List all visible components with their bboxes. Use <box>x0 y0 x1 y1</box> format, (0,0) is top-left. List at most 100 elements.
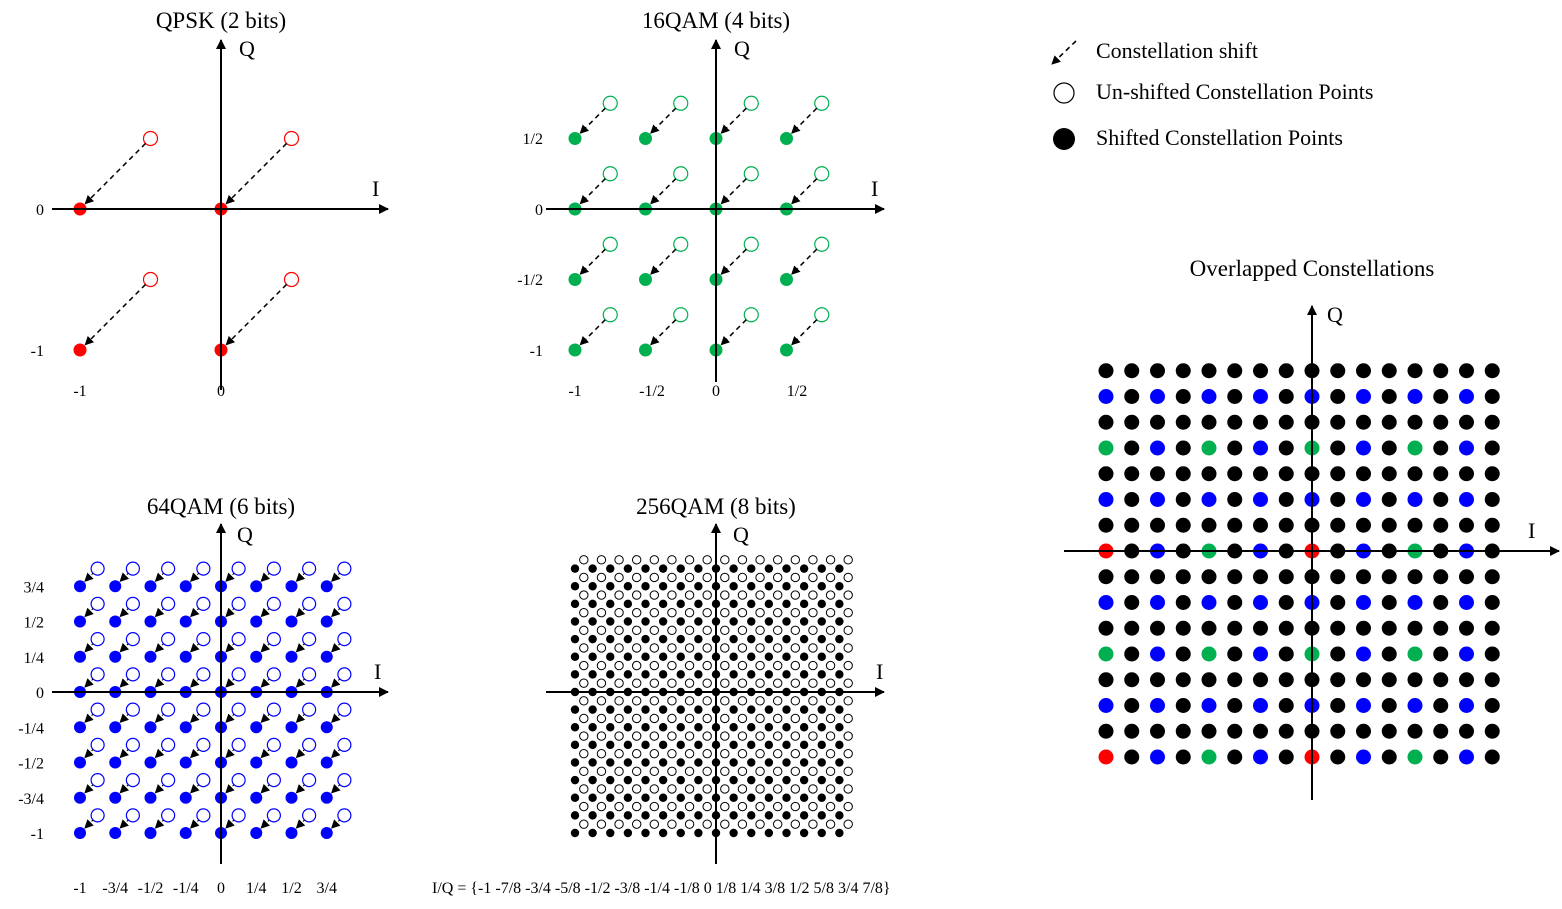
qam256-shifted-point <box>747 634 756 644</box>
qam256-unshifted-point <box>579 678 589 688</box>
overlap-i-label: I <box>1528 518 1535 543</box>
qam256-unshifted-point <box>631 555 642 565</box>
qam256-unshifted-point <box>596 643 607 653</box>
qam256-unshifted-point <box>649 625 660 636</box>
qam64-shifted-point <box>285 615 298 628</box>
overlap-point-256qam <box>1330 569 1346 585</box>
qam256-unshifted-point <box>667 819 677 829</box>
qam256-unshifted-point <box>649 748 660 759</box>
qam64-title: 64QAM (6 bits) <box>147 494 295 519</box>
qam256-unshifted-point <box>755 713 765 724</box>
overlap-point-64qam <box>1407 492 1423 507</box>
overlap-point-256qam <box>1150 466 1165 482</box>
overlap-point-256qam <box>1407 723 1423 739</box>
overlap-point-256qam <box>1098 672 1114 688</box>
qam256-shifted-point <box>729 740 738 750</box>
overlap-point-256qam <box>1253 363 1268 379</box>
qam256-unshifted-point <box>631 678 642 688</box>
qam64-shift-arrow <box>119 607 130 618</box>
qam64-unshifted-point <box>125 808 140 823</box>
qpsk-shift-arrow <box>84 142 147 205</box>
qam256-unshifted-point <box>808 713 818 724</box>
overlap-point-64qam <box>1459 389 1474 404</box>
qam16-shift-arrow <box>791 178 818 205</box>
qam64-x-tick: 3/4 <box>317 880 337 897</box>
qam256-shifted-point <box>799 775 809 785</box>
qam16-y-tick: -1 <box>530 343 543 360</box>
qam256-unshifted-point <box>790 555 801 565</box>
qam256-i-label: I <box>876 659 883 684</box>
qam256-shifted-point <box>641 670 650 679</box>
overlap-point-256qam <box>1356 672 1371 688</box>
qpsk-x-tick: 0 <box>217 383 225 400</box>
qam256-shifted-point <box>764 811 774 820</box>
qam64-unshifted-point <box>266 561 281 576</box>
qam256-unshifted-point <box>649 801 660 812</box>
qam64-shift-arrow <box>295 607 306 618</box>
overlap-point-256qam <box>1484 517 1500 533</box>
qam256-unshifted-point <box>684 731 695 741</box>
overlap-point-256qam <box>1175 595 1191 610</box>
qpsk-unshifted-point <box>283 271 300 288</box>
overlap-point-16qam <box>1098 440 1114 456</box>
qam256-shifted-point <box>694 811 703 820</box>
qpsk-title: QPSK (2 bits) <box>156 8 286 33</box>
overlap-point-64qam <box>1150 492 1165 507</box>
qam16-shift-arrow <box>579 319 606 346</box>
overlap-point-256qam <box>1330 414 1346 430</box>
qam256-iq-note: I/Q = {-1 -7/8 -3/4 -5/8 -1/2 -3/8 -1/4 … <box>432 880 891 897</box>
qam256-unshifted-point <box>702 678 712 688</box>
qam16-shifted-point <box>639 343 652 357</box>
qam256-shifted-point <box>588 634 597 644</box>
qam256-shifted-point <box>606 723 615 732</box>
qam256-shifted-point <box>606 670 615 679</box>
qam64-shifted-point <box>74 756 86 769</box>
qam256-unshifted-point <box>684 713 695 724</box>
qam256-unshifted-point <box>649 555 660 565</box>
qam256-unshifted-point <box>808 801 818 812</box>
overlap-point-256qam <box>1433 517 1449 533</box>
qam64-shifted-point <box>109 650 122 663</box>
qam64-unshifted-point <box>302 632 317 647</box>
qam64-shifted-point <box>109 756 122 769</box>
overlap-point-64qam <box>1150 698 1165 713</box>
qam256-unshifted-point <box>614 766 624 777</box>
qpsk-q-label: Q <box>239 36 255 61</box>
overlap-point-256qam <box>1484 466 1500 482</box>
qam16-unshifted-point <box>743 166 759 182</box>
qam256-unshifted-point <box>843 784 853 794</box>
overlap-point-256qam <box>1330 466 1346 482</box>
overlap-point-256qam <box>1278 620 1294 636</box>
qam16-shifted-point <box>639 132 652 145</box>
qam256-shifted-point <box>570 811 580 820</box>
overlap-point-64qam <box>1459 492 1474 507</box>
qam256-shifted-point <box>799 723 809 732</box>
overlap-point-256qam <box>1484 620 1500 636</box>
qam256-shifted-point <box>694 740 703 750</box>
qam256-unshifted-point <box>720 731 730 741</box>
qam256-unshifted-point <box>702 643 712 653</box>
qam64-unshifted-point <box>90 808 105 823</box>
overlap-point-64qam <box>1253 698 1268 713</box>
qam256-shifted-point <box>570 828 580 838</box>
overlap-point-256qam <box>1124 517 1140 533</box>
qam256-shifted-point <box>747 670 756 679</box>
qam256-points <box>570 555 853 838</box>
qam16-shift-arrow <box>579 248 606 275</box>
overlap-point-256qam <box>1253 620 1268 636</box>
qam256-unshifted-point <box>702 625 712 636</box>
qpsk-y-tick: -1 <box>31 343 44 360</box>
qam256-shifted-point <box>658 740 668 750</box>
overlap-point-256qam <box>1330 672 1346 688</box>
qam256-shifted-point <box>623 740 633 750</box>
qam256-shifted-point <box>658 723 668 732</box>
qam256-unshifted-point <box>772 766 783 777</box>
qam256-shifted-point <box>747 775 756 785</box>
qam256-unshifted-point <box>614 784 624 794</box>
qam256-unshifted-point <box>720 748 730 759</box>
qam64-unshifted-point <box>231 632 246 647</box>
qam256-unshifted-point <box>631 784 642 794</box>
qam256-unshifted-point <box>579 643 589 653</box>
qam256-unshifted-point <box>720 696 730 706</box>
overlap-point-256qam <box>1278 466 1294 482</box>
